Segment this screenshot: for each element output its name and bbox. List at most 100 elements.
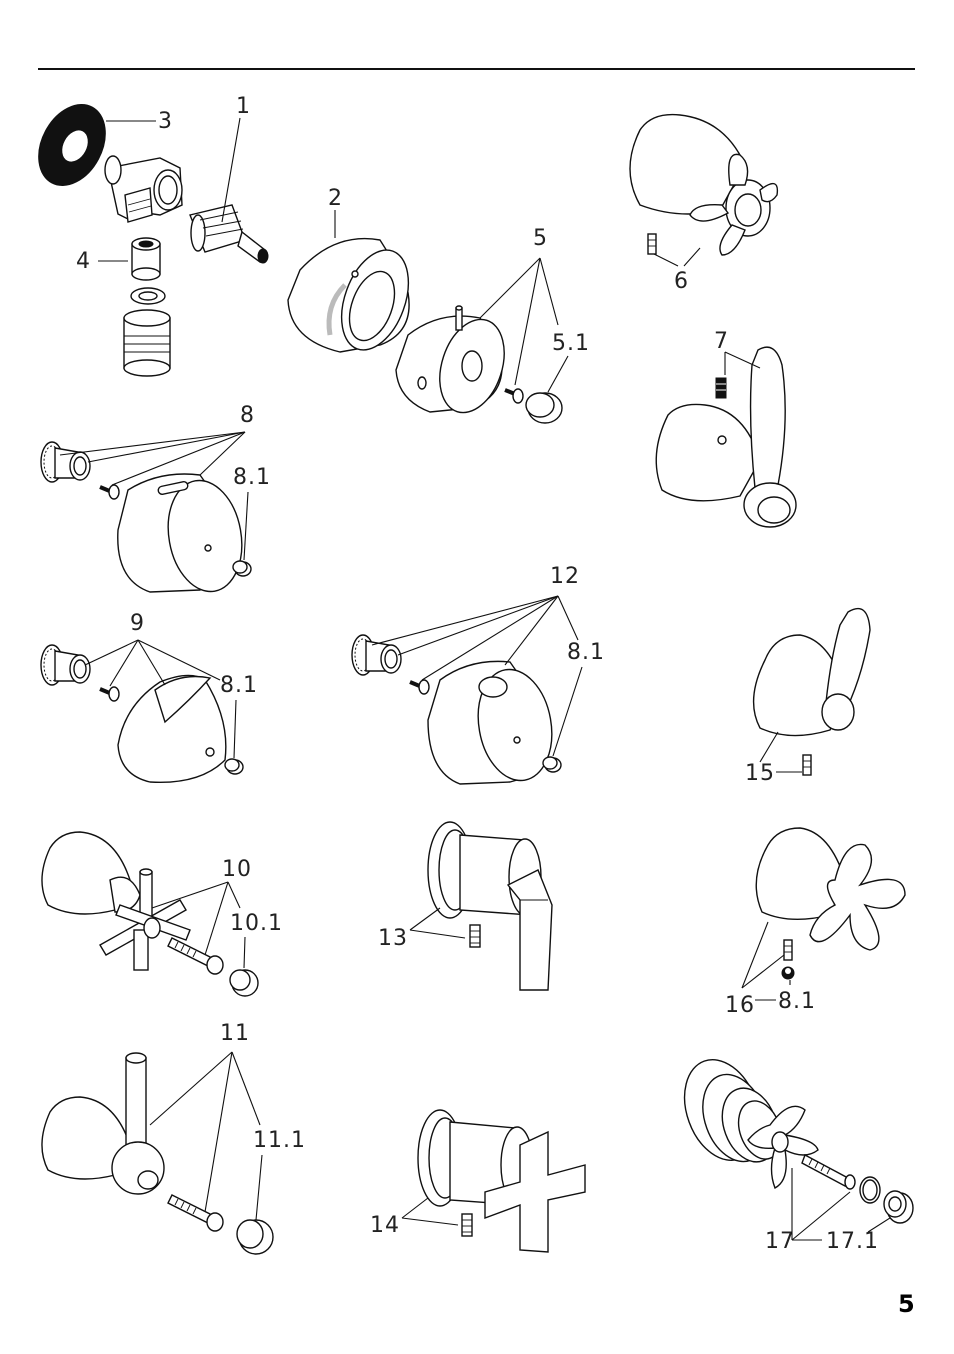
part-17-screw bbox=[801, 1154, 856, 1190]
label-5-1: 5.1 bbox=[552, 331, 590, 356]
leader-5-1 bbox=[547, 355, 569, 393]
part-11-screw bbox=[167, 1194, 224, 1232]
part-9-knob bbox=[117, 674, 227, 784]
leader-11-b bbox=[204, 1051, 233, 1213]
label-8-1-a: 8.1 bbox=[233, 465, 271, 490]
leader-9-a bbox=[84, 639, 139, 666]
leader-13-a bbox=[409, 929, 466, 939]
label-6: 6 bbox=[674, 269, 689, 294]
leader-13-b bbox=[409, 907, 441, 931]
part-3-rosette bbox=[38, 104, 106, 186]
leader-12-d bbox=[504, 595, 559, 666]
label-7: 7 bbox=[714, 329, 729, 354]
part-5-1-cap bbox=[525, 392, 563, 424]
label-8-1-d: 8.1 bbox=[778, 989, 816, 1014]
label-14: 14 bbox=[370, 1213, 400, 1238]
leader-14-b bbox=[401, 1197, 429, 1219]
part-9-spindle bbox=[40, 644, 91, 686]
part-8-spindle bbox=[40, 441, 91, 483]
leader-5-c bbox=[539, 257, 559, 326]
part-15-handle bbox=[752, 607, 871, 737]
part-8-knob bbox=[117, 473, 243, 593]
leader-1 bbox=[221, 117, 241, 223]
part-8-1-cap-a bbox=[232, 560, 252, 577]
leader-8-1-a bbox=[243, 491, 249, 561]
leader-11-c bbox=[231, 1051, 261, 1126]
label-10: 10 bbox=[222, 857, 252, 882]
leader-12-a bbox=[371, 595, 559, 646]
label-12: 12 bbox=[550, 564, 580, 589]
label-1: 1 bbox=[236, 94, 251, 119]
leader-8-1-b bbox=[233, 699, 237, 759]
label-5: 5 bbox=[533, 226, 548, 251]
part-5-handle bbox=[395, 305, 505, 414]
label-9: 9 bbox=[130, 611, 145, 636]
label-17: 17 bbox=[765, 1229, 795, 1254]
leader-16-b bbox=[741, 954, 785, 989]
leader-5-a bbox=[479, 257, 541, 319]
label-16: 16 bbox=[725, 993, 755, 1018]
leader-12-b bbox=[397, 595, 559, 656]
part-8-1-cap-b bbox=[224, 758, 244, 775]
part-14-grub-screw bbox=[461, 1213, 473, 1237]
part-17-handle bbox=[683, 1058, 819, 1189]
leader-8-c bbox=[111, 431, 246, 486]
label-10-1: 10.1 bbox=[230, 911, 283, 936]
label-11-1: 11.1 bbox=[253, 1128, 306, 1153]
part-11-1-cap bbox=[236, 1219, 274, 1255]
leader-6-b bbox=[683, 247, 701, 267]
part-5-screw bbox=[504, 388, 524, 404]
part-8-1-cap-c bbox=[542, 756, 562, 773]
part-7-handle bbox=[655, 346, 797, 528]
part-13-grub-screw bbox=[469, 924, 481, 948]
part-16-grub-screw bbox=[783, 939, 793, 961]
label-3: 3 bbox=[158, 109, 173, 134]
part-12-knob bbox=[427, 660, 553, 785]
part-4-insert bbox=[123, 237, 171, 377]
label-4: 4 bbox=[76, 249, 91, 274]
label-13: 13 bbox=[378, 926, 408, 951]
leader-14-a bbox=[401, 1217, 459, 1226]
leader-12-c bbox=[421, 595, 559, 681]
leader-8-a bbox=[59, 431, 246, 456]
leader-10-c bbox=[227, 881, 241, 909]
leader-11-1 bbox=[255, 1154, 263, 1221]
label-11: 11 bbox=[220, 1021, 250, 1046]
label-17-1: 17.1 bbox=[826, 1229, 879, 1254]
leader-10-a bbox=[151, 881, 229, 909]
part-17-washer bbox=[859, 1176, 881, 1204]
leader-15-b bbox=[759, 731, 779, 763]
leader-16-a bbox=[741, 921, 769, 989]
leader-8-1-c bbox=[552, 666, 583, 757]
page-number: 5 bbox=[898, 1290, 915, 1318]
leader-17-1 bbox=[867, 1217, 891, 1233]
leader-11-a bbox=[149, 1051, 233, 1126]
part-16-handle bbox=[755, 827, 906, 951]
leader-9-c bbox=[137, 639, 166, 686]
part-7-grub-screw bbox=[715, 377, 727, 399]
part-10-screw bbox=[167, 937, 224, 975]
part-17-1-cap bbox=[883, 1190, 914, 1224]
label-8-1-b: 8.1 bbox=[220, 673, 258, 698]
leader-9-d bbox=[137, 639, 221, 681]
leader-8-b bbox=[87, 431, 246, 463]
part-13-handle bbox=[427, 821, 553, 991]
label-8: 8 bbox=[240, 403, 255, 428]
part-12-spindle bbox=[351, 634, 402, 676]
leader-6-a bbox=[653, 253, 679, 267]
part-11-handle bbox=[41, 1052, 165, 1195]
part-10-handle bbox=[41, 831, 191, 971]
leader-8-d bbox=[199, 431, 246, 476]
part-12-screw bbox=[409, 679, 430, 695]
leader-10-b bbox=[204, 881, 229, 956]
part-2-sleeve bbox=[287, 237, 410, 353]
part-8-screw bbox=[99, 484, 120, 500]
part-6-grub-screw bbox=[647, 233, 657, 255]
part-6-handle bbox=[629, 113, 779, 256]
part-8-1-cap-d bbox=[781, 966, 795, 980]
leader-9-b bbox=[109, 639, 139, 687]
part-14-handle bbox=[417, 1109, 586, 1253]
part-1-cartridge bbox=[189, 204, 269, 264]
label-15: 15 bbox=[745, 761, 775, 786]
